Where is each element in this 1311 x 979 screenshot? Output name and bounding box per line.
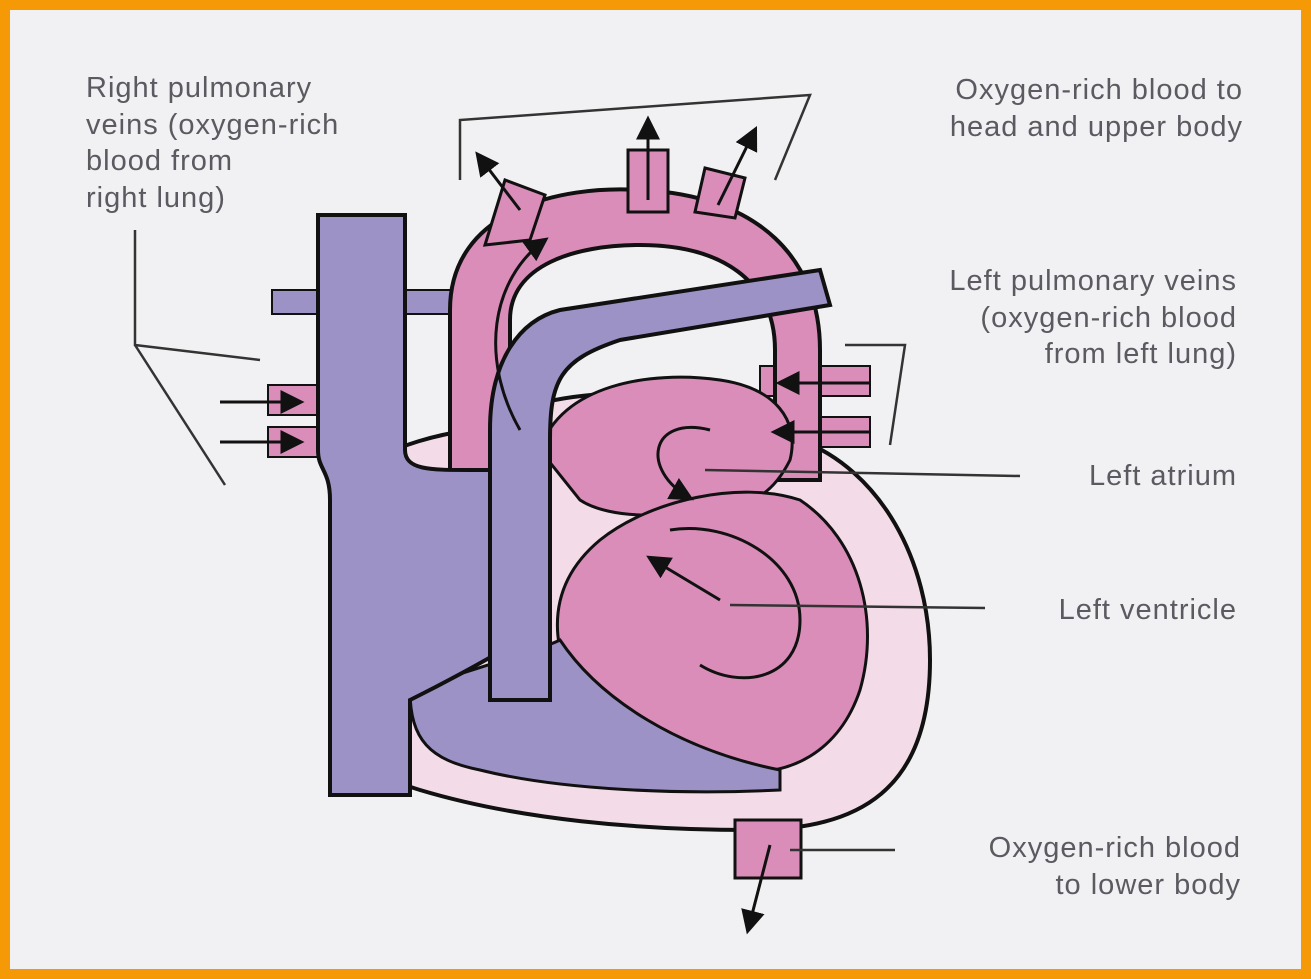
label-left-atrium: Left atrium xyxy=(1089,458,1237,495)
label-left-ventricle: Left ventricle xyxy=(1059,592,1237,629)
label-left-pulmonary-veins: Left pulmonary veins (oxygen-rich blood … xyxy=(949,263,1237,373)
leader-line-right-pulmonary-veins xyxy=(135,230,260,360)
leader-line-right-pulmonary-veins-b xyxy=(135,345,225,485)
label-head-upper-body: Oxygen-rich blood to head and upper body xyxy=(950,72,1243,145)
aortic-branch-3 xyxy=(695,168,745,218)
label-lower-body: Oxygen-rich blood to lower body xyxy=(989,830,1241,903)
label-right-pulmonary-veins: Right pulmonary veins (oxygen-rich blood… xyxy=(86,70,339,216)
